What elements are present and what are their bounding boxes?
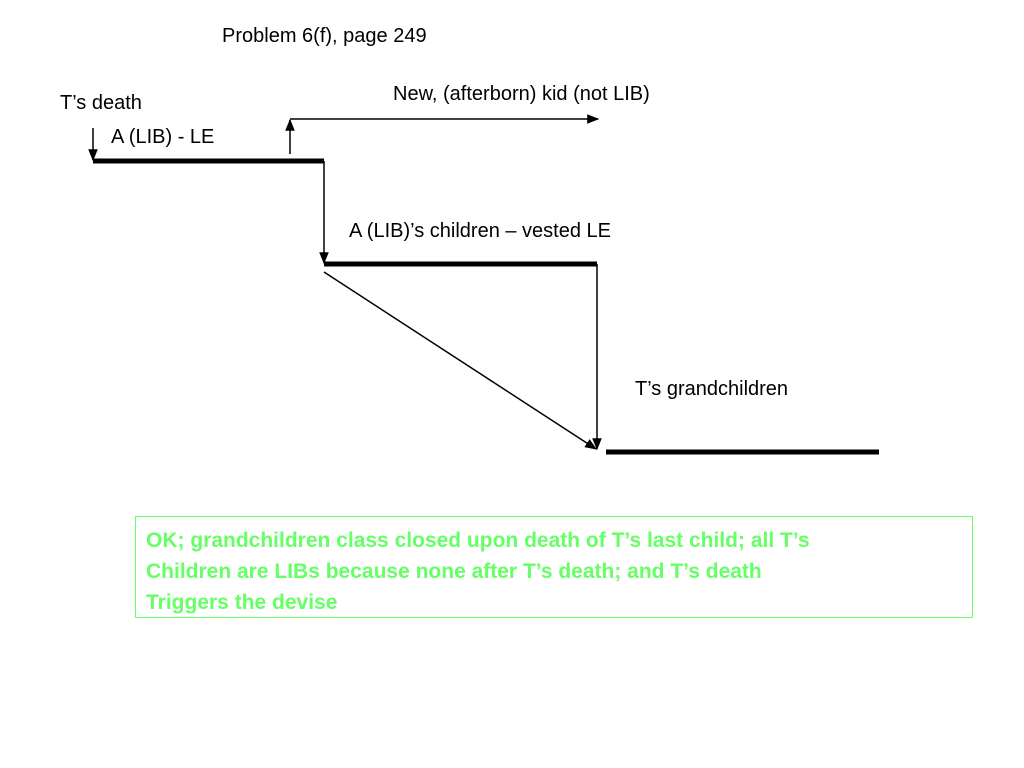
- new-kid-label: New, (afterborn) kid (not LIB): [393, 83, 650, 105]
- note-line: Children are LIBs because none after T’s…: [146, 560, 762, 583]
- a-lib-le-label: A (LIB) - LE: [111, 126, 215, 148]
- note-line: Triggers the devise: [146, 591, 338, 614]
- t-death-label: T’s death: [60, 92, 142, 114]
- page-title: Problem 6(f), page 249: [222, 25, 427, 47]
- a-children-label: A (LIB)’s children – vested LE: [349, 220, 611, 242]
- diagonal-to-grandchildren-arrow: [323, 271, 598, 450]
- grandchildren-label: T’s grandchildren: [635, 378, 789, 400]
- note-box: OK; grandchildren class closed upon deat…: [135, 516, 973, 618]
- note-line: OK; grandchildren class closed upon deat…: [146, 529, 810, 552]
